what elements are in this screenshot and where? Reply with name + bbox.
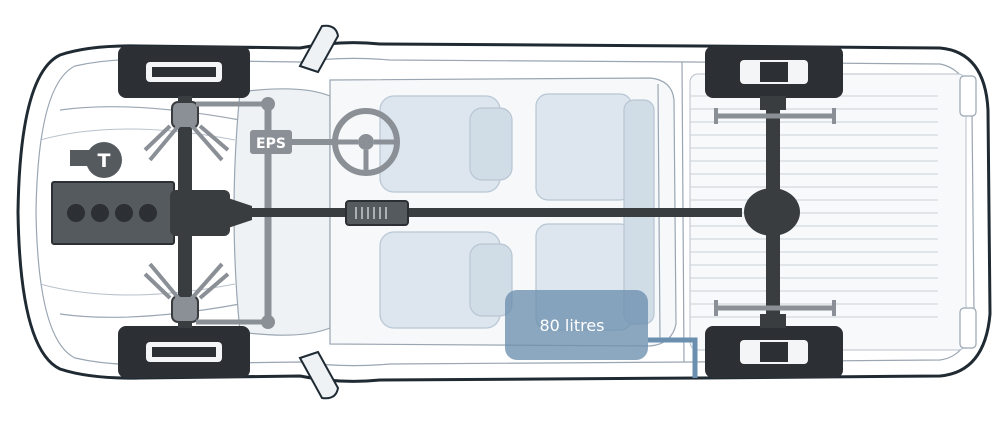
front-arms-top (143, 116, 230, 162)
eps-label: EPS (256, 136, 286, 152)
cylinder-4 (139, 204, 157, 222)
bonnet-crease-top (39, 128, 236, 141)
front-spring-top (171, 101, 199, 129)
front-arms-bottom (143, 262, 230, 308)
front-seat-left-back (469, 107, 513, 181)
tail-light-top (959, 75, 977, 117)
rear-mount-top (760, 96, 786, 110)
tail-light-bottom (959, 307, 977, 349)
front-seat-right-back (469, 243, 513, 317)
front-suspension (143, 96, 230, 328)
transfer-case (345, 200, 409, 226)
front-spring-bottom (171, 295, 199, 323)
cylinder-3 (115, 204, 133, 222)
steering-system: EPS (196, 97, 400, 329)
transfer-case-fins (355, 207, 387, 219)
rear-bench-top (535, 93, 633, 201)
gearbox (170, 190, 230, 236)
wheel-rear-right (705, 326, 843, 378)
fuel-tank-icon (505, 290, 648, 360)
turbo-icon (86, 142, 122, 178)
turbo-label: T (98, 150, 111, 172)
bellhousing (228, 198, 252, 228)
wheels (118, 46, 843, 378)
mirror-right (298, 350, 340, 400)
rear-differential (744, 188, 800, 236)
wheel-rear-left (705, 46, 843, 98)
bonnet-crease-bottom (39, 283, 236, 296)
rear-mount-bottom (760, 314, 786, 328)
tub-ribs (690, 95, 938, 318)
steering-wheel-icon (332, 108, 400, 176)
drivetrain (252, 96, 836, 328)
fuel-filler-line (648, 337, 698, 378)
body-inner-line (35, 57, 975, 367)
cylinder-1 (67, 204, 85, 222)
eps-box (250, 130, 292, 154)
driveshaft (252, 208, 742, 217)
mirror-left (298, 24, 340, 74)
fuel-tank: 80 litres (505, 290, 698, 378)
wheel-front-left (118, 46, 250, 98)
wheel-front-right (118, 326, 250, 378)
engine-assembly: T (51, 142, 252, 245)
cylinder-2 (91, 204, 109, 222)
fuel-tank-label: 80 litres (539, 316, 604, 335)
